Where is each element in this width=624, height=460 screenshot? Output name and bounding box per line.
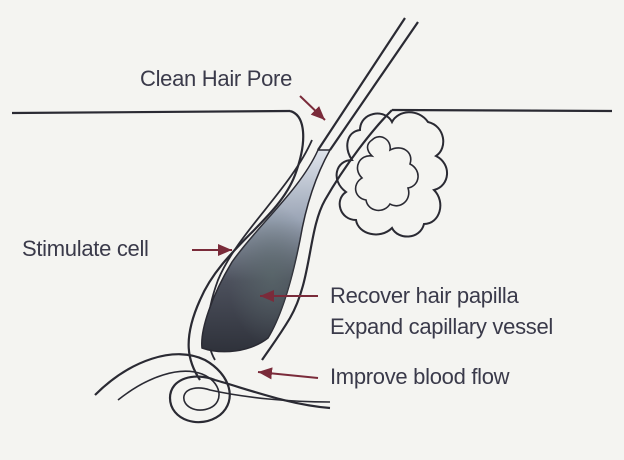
hair-papilla-tint [201,150,330,352]
improve-blood-flow-arrow [257,367,319,380]
follicle-outer-sheath-left [187,109,305,381]
skin-surface-left [11,109,291,115]
follicle-outer-sheath-right [261,109,393,361]
stimulate-cell-label: Stimulate cell [22,236,149,261]
capillary-vessel-outer [94,353,331,424]
sebaceous-gland-inner [354,135,419,212]
hair-shaft-left [317,17,406,151]
clean-hair-pore-arrow [299,95,326,121]
recover-hair-papilla-label: Recover hair papilla [330,283,519,308]
expand-capillary-vessel-label: Expand capillary vessel [330,314,553,339]
sebaceous-gland [335,111,448,238]
clean-hair-pore-label: Clean Hair Pore [140,66,293,91]
improve-blood-flow-label: Improve blood flow [330,364,510,389]
skin-surface-right [391,108,613,113]
capillary-vessel-inner [117,370,331,411]
hair-shaft-right [329,21,419,151]
